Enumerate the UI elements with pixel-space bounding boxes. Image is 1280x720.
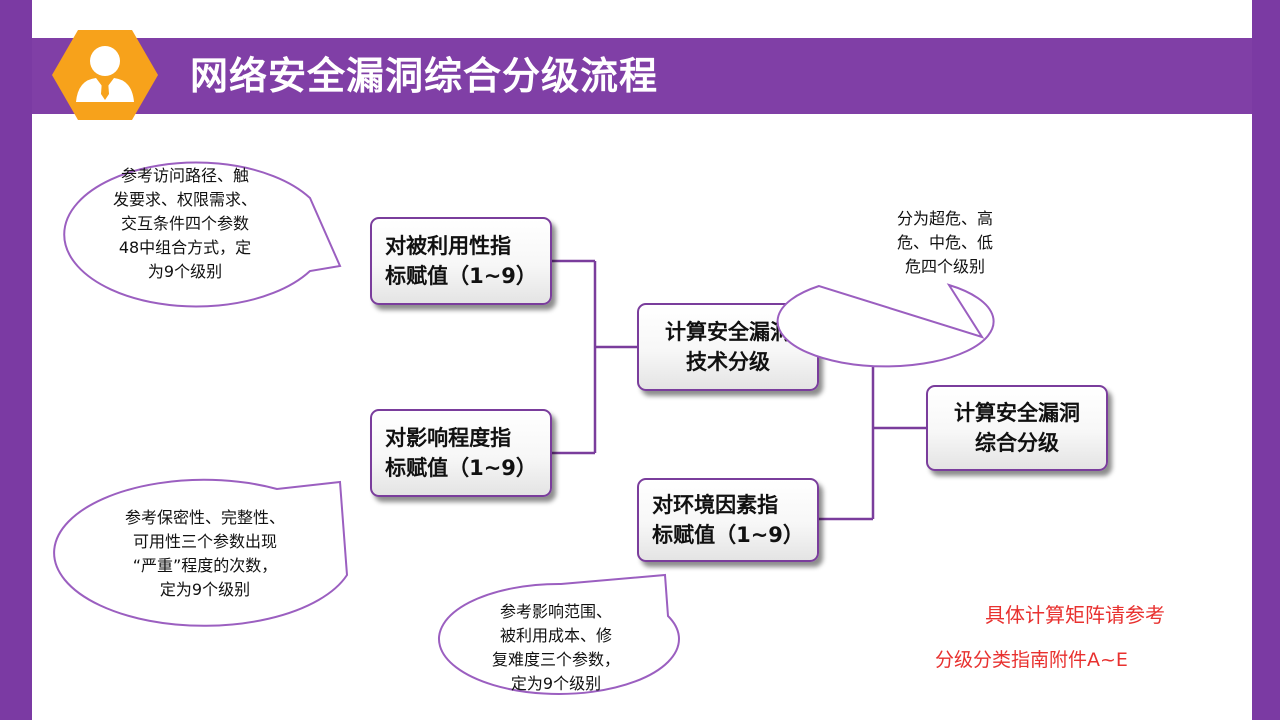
impact-label: 对影响程度指 标赋值（1~9） bbox=[385, 426, 537, 480]
callout-levels-text: 分为超危、高 危、中危、低 危四个级别 bbox=[896, 209, 993, 276]
callout-levels-bubble bbox=[776, 283, 995, 368]
callout-environment-bubble bbox=[437, 573, 680, 695]
environment-label: 对环境因素指 标赋值（1~9） bbox=[652, 493, 804, 547]
exploitability-box: 对被利用性指 标赋值（1~9） bbox=[370, 217, 552, 305]
callout-exploitability-bubble bbox=[63, 161, 342, 308]
page-title: 网络安全漏洞综合分级流程 bbox=[190, 54, 659, 98]
user-icon bbox=[52, 30, 158, 120]
callout-impact-bubble bbox=[53, 478, 349, 627]
reference-note-line1: 具体计算矩阵请参考 bbox=[985, 603, 1165, 627]
callout-exploitability-text: 参考访问路径、触 发要求、权限需求、 交互条件四个参数 48中组合方式，定 为9… bbox=[112, 166, 257, 281]
technical-grade-label: 计算安全漏洞 技术分级 bbox=[665, 320, 791, 374]
reference-note-line2: 分级分类指南附件A~E bbox=[935, 649, 1128, 671]
comprehensive-grade-label: 计算安全漏洞 综合分级 bbox=[954, 401, 1080, 455]
callout-environment-text: 参考影响范围、 被利用成本、修 复难度三个参数， 定为9个级别 bbox=[491, 602, 620, 693]
header-band bbox=[32, 38, 1252, 114]
comprehensive-grade-box: 计算安全漏洞 综合分级 bbox=[926, 385, 1108, 471]
callout-impact-text: 参考保密性、完整性、 可用性三个参数出现 “严重”程度的次数， 定为9个级别 bbox=[124, 508, 285, 599]
exploitability-label: 对被利用性指 标赋值（1~9） bbox=[385, 234, 537, 288]
environment-box: 对环境因素指 标赋值（1~9） bbox=[637, 478, 819, 562]
impact-box: 对影响程度指 标赋值（1~9） bbox=[370, 409, 552, 497]
